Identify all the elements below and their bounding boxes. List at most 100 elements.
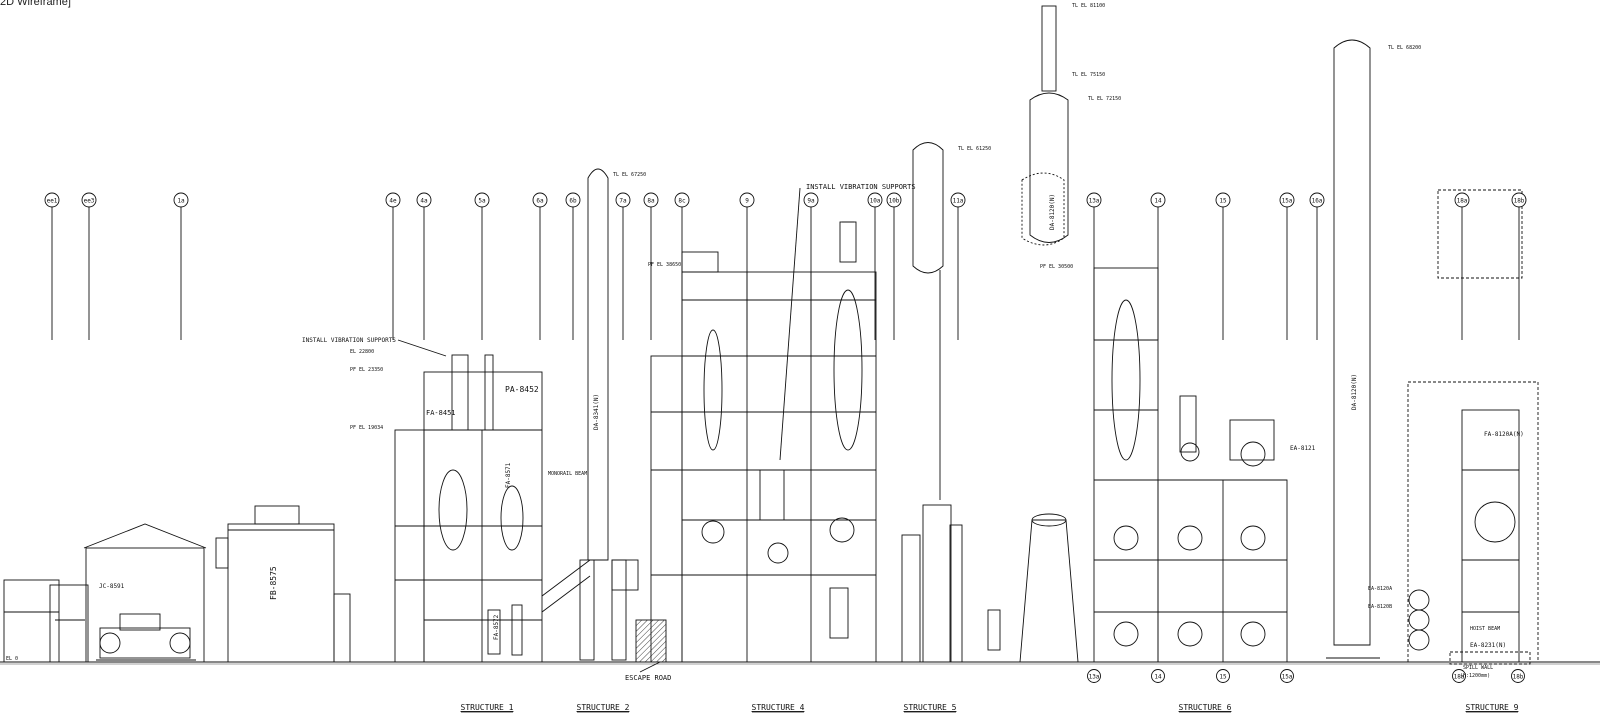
grid-bubble-label: 8c: [678, 198, 686, 205]
grid-bubble-label: 4a: [420, 198, 428, 205]
bottom-grid-bubble-label: 13a: [1089, 674, 1100, 681]
structure-4-frame: [650, 221, 877, 663]
grid-bubble-label: 1a: [177, 198, 185, 205]
grid-bubble-15a: 15a: [1279, 192, 1295, 208]
grid-bubble-11a: 11a: [950, 192, 966, 208]
grid-bubble-label: 8a: [647, 198, 655, 205]
ea-8120b-tag: EA-8120B: [1368, 604, 1392, 610]
grid-bubble-label: 7a: [619, 198, 627, 205]
grid-bubble-label: 14: [1154, 198, 1162, 205]
da-8120-tag: DA-8120(N): [1351, 374, 1358, 410]
pa-8452-tag: PA-8452: [505, 385, 539, 394]
bottom-grid-bubble-label: 15a: [1282, 674, 1293, 681]
hoist-beam-label: HOIST BEAM: [1470, 626, 1500, 632]
grid-bubble-label: ee3: [84, 198, 95, 205]
bottom-grid-bubble-label: 14: [1154, 674, 1162, 681]
bottom-grid-bubble: [1087, 669, 1101, 683]
grid-bubble-label: 15a: [1282, 198, 1293, 205]
bottom-grid-bubble: [1280, 669, 1294, 683]
viewport-label: 2D Wireframe]: [0, 0, 71, 8]
grid-lines: [51, 207, 1520, 340]
grid-bubbles: ee1 ee3 1a 4e 4a 5a 6a 6b 7a 8a 8c 9 9a 10a 10b 11a 13a 1…: [44, 192, 1527, 208]
grid-bubble-6b: 6b: [565, 192, 581, 208]
spill-wall-label: SPILL WALL: [1463, 665, 1493, 671]
da-8341-tag: DA-8341(N): [593, 394, 600, 430]
grid-bubble-10b: 10b: [886, 192, 902, 208]
structure-labels: STRUCTURE 1 STRUCTURE 2 STRUCTURE 4 STRUCTU…: [461, 703, 1519, 713]
structure-label: STRUCTURE 2: [577, 703, 630, 712]
pf-elevation-str1-top: PF EL 23350: [350, 367, 383, 373]
grid-bubble-label: 15: [1219, 198, 1227, 205]
grid-bubble-6a: 6a: [532, 192, 548, 208]
pf-elevation-str1: PF EL 19034: [350, 425, 383, 431]
grid-bubble-15: 15: [1215, 192, 1231, 208]
grid-bubble-8a: 8a: [643, 192, 659, 208]
structure-label: STRUCTURE 4: [752, 703, 805, 712]
bottom-grid-bubble: [1511, 669, 1525, 683]
left-shelter: [3, 579, 89, 663]
grid-bubble-14: 14: [1150, 192, 1166, 208]
grid-bubble-label: 18b: [1514, 198, 1525, 205]
grid-bubble-10a: 10a: [867, 192, 883, 208]
pf-elevation-str6: PF EL 30500: [1040, 264, 1073, 270]
grid-bubble-9a: 9a: [803, 192, 819, 208]
monorail-beam-label: MONORAIL BEAM: [548, 471, 587, 477]
spill-wall-height-label: (H:1200mm): [1460, 673, 1490, 679]
grid-bubble-label: 9: [745, 198, 749, 205]
grid-bubble-label: 6b: [569, 198, 577, 205]
fb-8575-tank: [215, 505, 351, 663]
fa-8572-tag: FA-8572: [493, 614, 500, 640]
structure-label: STRUCTURE 1: [461, 703, 514, 712]
vibration-note-2: INSTALL VIBRATION SUPPORTS: [806, 183, 916, 191]
tl-elevation-str5: TL EL 61250: [958, 146, 991, 152]
grid-bubble-4e: 4e: [385, 192, 401, 208]
ea-8121-tag: EA-8121: [1290, 445, 1316, 452]
grid-bubble-5a: 5a: [474, 192, 490, 208]
grid-bubble-label: ee1: [47, 198, 58, 205]
grid-bubble-8c: 8c: [674, 192, 690, 208]
structure-6-frame: [1093, 267, 1288, 663]
bottom-grid-bubble-label: 18a: [1454, 674, 1465, 681]
grid-bubble-label: 18a: [1457, 198, 1468, 205]
grid-bubble-ee3: ee3: [81, 192, 97, 208]
fa-8120a-tag: FA-8120A(N): [1484, 431, 1524, 438]
grid-bubble-1a: 1a: [173, 192, 189, 208]
structure-5-frame: [901, 142, 1001, 663]
grid-bubble-label: 4e: [389, 198, 397, 205]
fb-8575-tag: FB-8575: [269, 566, 278, 600]
grid-bubble-7a: 7a: [615, 192, 631, 208]
escape-road-label: ESCAPE ROAD: [625, 674, 671, 682]
grid-bubble-label: 16a: [1312, 198, 1323, 205]
el-elevation-str1: EL 22800: [350, 349, 374, 355]
vibration-note-1: INSTALL VIBRATION SUPPORTS: [302, 337, 396, 344]
bottom-grid-bubble-label: 15: [1219, 674, 1227, 681]
ea-8231-tag: EA-8231(N): [1470, 642, 1506, 649]
grid-bubble-label: 13a: [1089, 198, 1100, 205]
ground-elevation: EL 0: [6, 656, 18, 662]
structure-label: STRUCTURE 9: [1466, 703, 1519, 712]
grid-bubble-label: 6a: [536, 198, 544, 205]
tl-elevation-top: TL EL 81100: [1072, 3, 1105, 9]
tl-elevation-low: TL EL 72150: [1088, 96, 1121, 102]
tapered-tank: [1019, 513, 1079, 663]
compressor-house: [83, 523, 207, 663]
bottom-grid-bubble: [1452, 669, 1466, 683]
grid-bubble-label: 10a: [870, 198, 881, 205]
fa-8571-tag: FA-8571: [505, 462, 512, 488]
pf-elevation-str4: PF EL 38650: [648, 262, 681, 268]
grid-bubble-13a: 13a: [1086, 192, 1102, 208]
grid-bubble-label: 11a: [953, 198, 964, 205]
tl-elevation-mid: TL EL 75150: [1072, 72, 1105, 78]
grid-bubble-label: 9a: [807, 198, 815, 205]
grid-bubble-label: 5a: [478, 198, 486, 205]
structure-9-frame: [1407, 189, 1539, 665]
tl-elevation-str2: TL EL 67250: [613, 172, 646, 178]
ea-8120a-tag: EA-8120A: [1368, 586, 1392, 592]
grid-bubble-label: 10b: [889, 198, 900, 205]
jc-8591-tag: JC-8591: [99, 583, 125, 590]
da-8120-top-tag: DA-8120(N): [1049, 194, 1056, 230]
grid-bubble-16a: 16a: [1309, 192, 1325, 208]
grid-bubble-9: 9: [739, 192, 755, 208]
